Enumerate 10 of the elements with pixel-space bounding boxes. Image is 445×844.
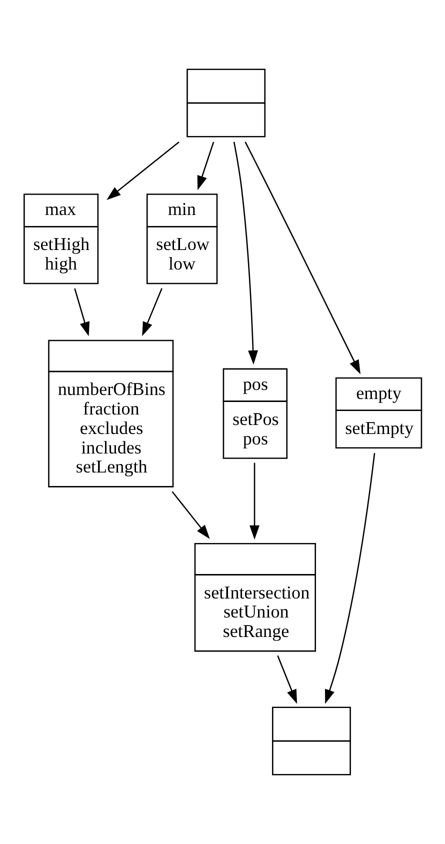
- arrow: [324, 453, 376, 704]
- arrow: [106, 141, 180, 200]
- arrow: [244, 142, 360, 374]
- arrow: [277, 655, 298, 704]
- arrow: [172, 491, 210, 540]
- arrow: [197, 142, 214, 190]
- arrow: [250, 462, 260, 540]
- arrow: [74, 288, 90, 336]
- arrow: [233, 142, 258, 365]
- arrow: [142, 288, 162, 336]
